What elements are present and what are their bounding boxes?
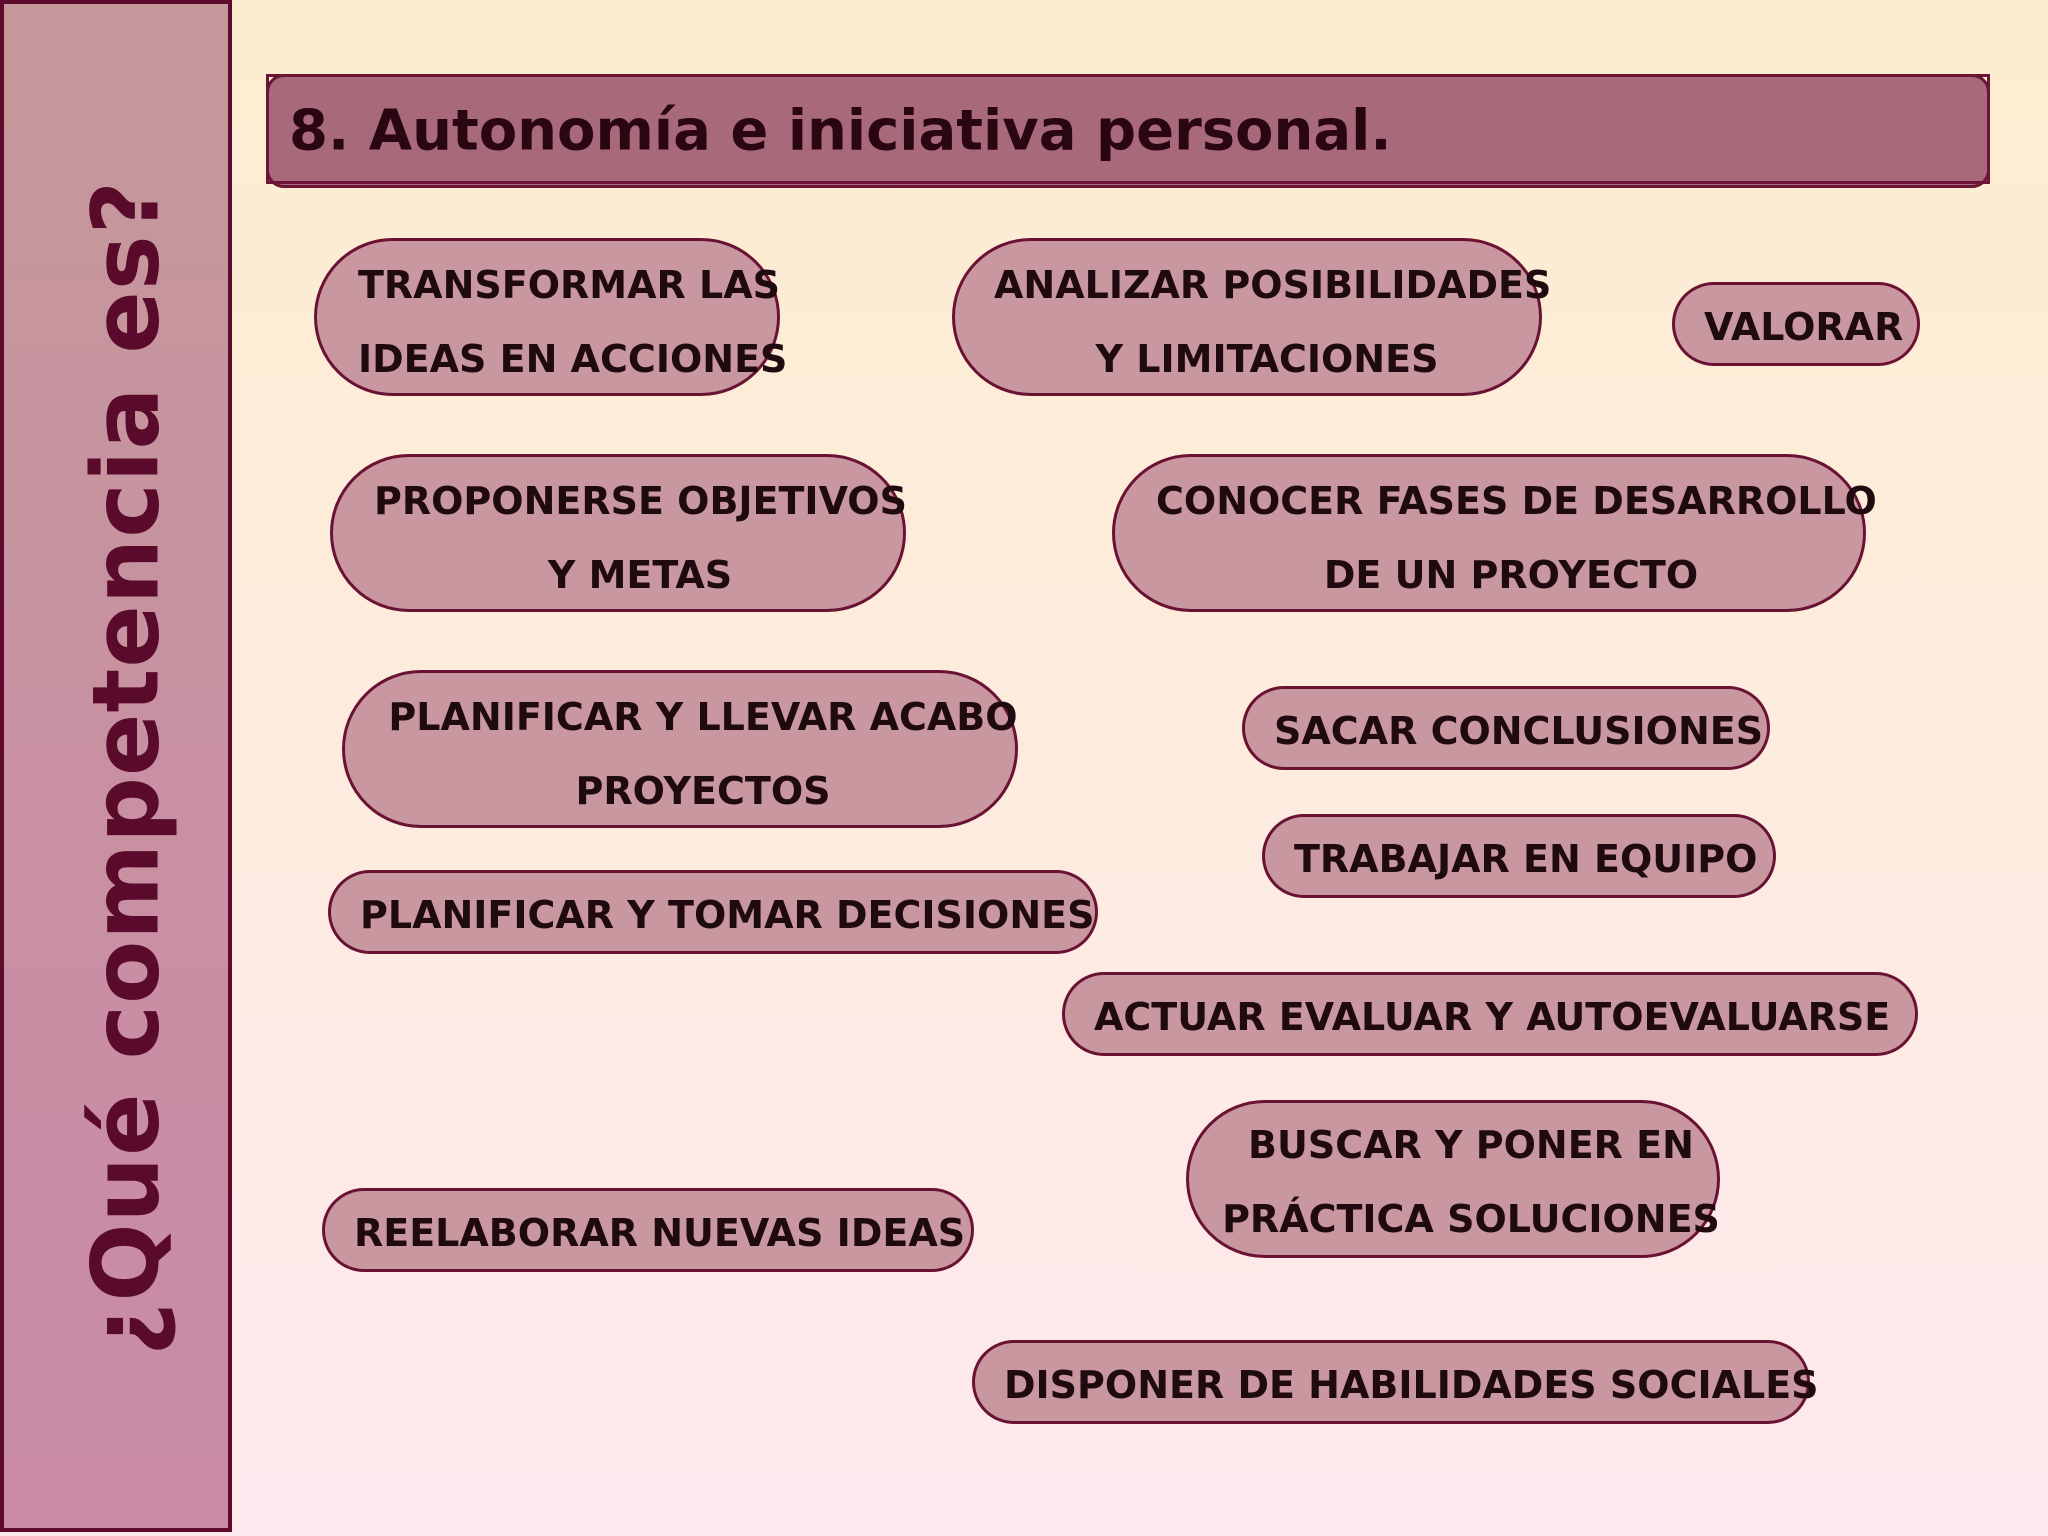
pill-text-disponer: DISPONER DE HABILIDADES SOCIALES <box>1004 1363 1819 1407</box>
pill-reelaborar <box>322 1188 974 1272</box>
pill-text-proponerse: PROPONERSE OBJETIVOS Y METAS <box>374 479 907 597</box>
pill-text-planificar-proyectos: PLANIFICAR Y LLEVAR ACABO PROYECTOS <box>388 695 1018 813</box>
pill-text-valorar: VALORAR <box>1704 305 1904 349</box>
side-title: ¿Qué competencia es? <box>72 180 180 1356</box>
pill-conocer <box>1112 454 1866 612</box>
title-bar: 8. Autonomía e iniciativa personal. <box>266 74 1990 188</box>
pill-actuar <box>1062 972 1918 1056</box>
pill-text-planificar-decisiones: PLANIFICAR Y TOMAR DECISIONES <box>360 893 1095 937</box>
pill-analizar <box>952 238 1542 396</box>
pill-text-analizar: ANALIZAR POSIBILIDADES Y LIMITACIONES <box>994 263 1552 381</box>
pill-planificar-proyectos <box>342 670 1018 828</box>
page-title: 8. Autonomía e iniciativa personal. <box>289 98 1392 164</box>
pill-text-transformar: TRANSFORMAR LAS IDEAS EN ACCIONES <box>358 263 788 381</box>
side-panel <box>0 0 232 1532</box>
pill-text-actuar: ACTUAR EVALUAR Y AUTOEVALUARSE <box>1094 995 1891 1039</box>
pill-sacar <box>1242 686 1770 770</box>
pill-text-sacar: SACAR CONCLUSIONES <box>1274 709 1764 753</box>
pill-transformar <box>314 238 780 396</box>
pill-text-conocer: CONOCER FASES DE DESARROLLO DE UN PROYEC… <box>1156 479 1877 597</box>
pill-text-reelaborar: REELABORAR NUEVAS IDEAS <box>354 1211 966 1255</box>
pill-disponer <box>972 1340 1810 1424</box>
pill-trabajar <box>1262 814 1776 898</box>
pill-text-buscar: BUSCAR Y PONER EN PRÁCTICA SOLUCIONES <box>1222 1123 1720 1241</box>
pill-planificar-decisiones <box>328 870 1098 954</box>
pill-buscar <box>1186 1100 1720 1258</box>
pill-valorar <box>1672 282 1920 366</box>
pill-text-trabajar: TRABAJAR EN EQUIPO <box>1294 837 1758 881</box>
pill-proponerse <box>330 454 906 612</box>
